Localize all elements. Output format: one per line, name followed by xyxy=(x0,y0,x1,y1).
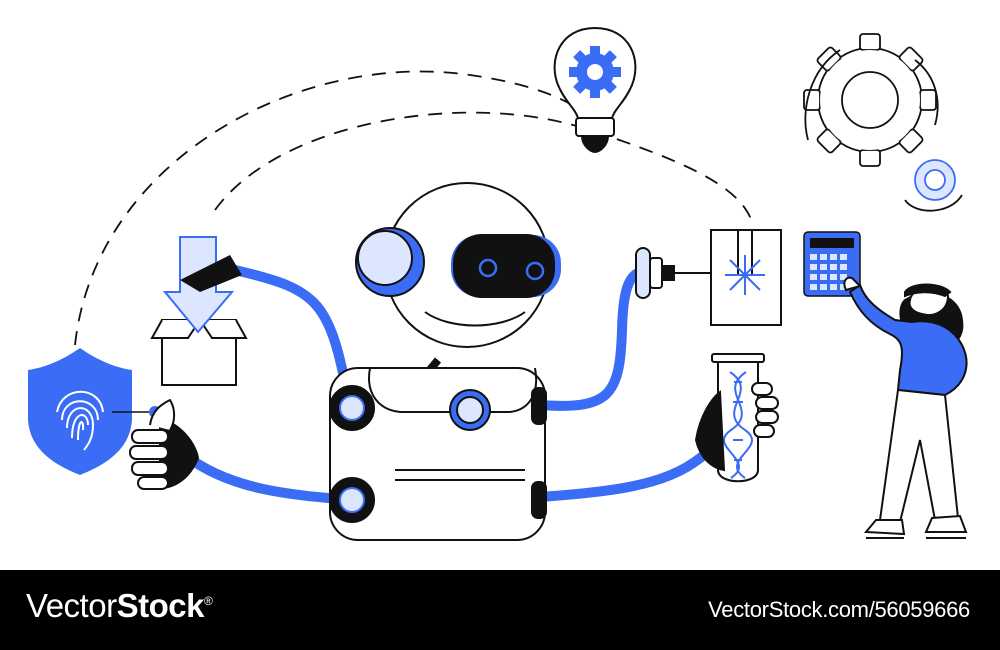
lightbulb-gear-icon xyxy=(553,26,637,154)
laser-icon xyxy=(635,229,782,326)
gears-icon xyxy=(803,33,963,212)
upper-left-hand-icon xyxy=(180,255,242,292)
robot-automation-illustration xyxy=(28,26,968,541)
person-figure xyxy=(843,276,968,539)
robot-body xyxy=(329,367,547,541)
download-box-icon xyxy=(150,236,248,386)
dashed-arcs xyxy=(74,70,753,346)
vectorstock-logo[interactable]: VectorStock® xyxy=(26,587,213,625)
registered-mark: ® xyxy=(203,594,213,608)
left-hand-icon xyxy=(129,399,199,490)
image-id-text: VectorStock.com/56059666 xyxy=(708,597,970,622)
footer-bar: VectorStock® VectorStock.com/56059666 xyxy=(0,570,1000,650)
brand-light-text: Vector xyxy=(26,587,117,624)
brand-bold-text: Stock xyxy=(116,587,205,624)
dna-test-tube-icon xyxy=(694,353,779,483)
robot-head xyxy=(355,182,561,375)
